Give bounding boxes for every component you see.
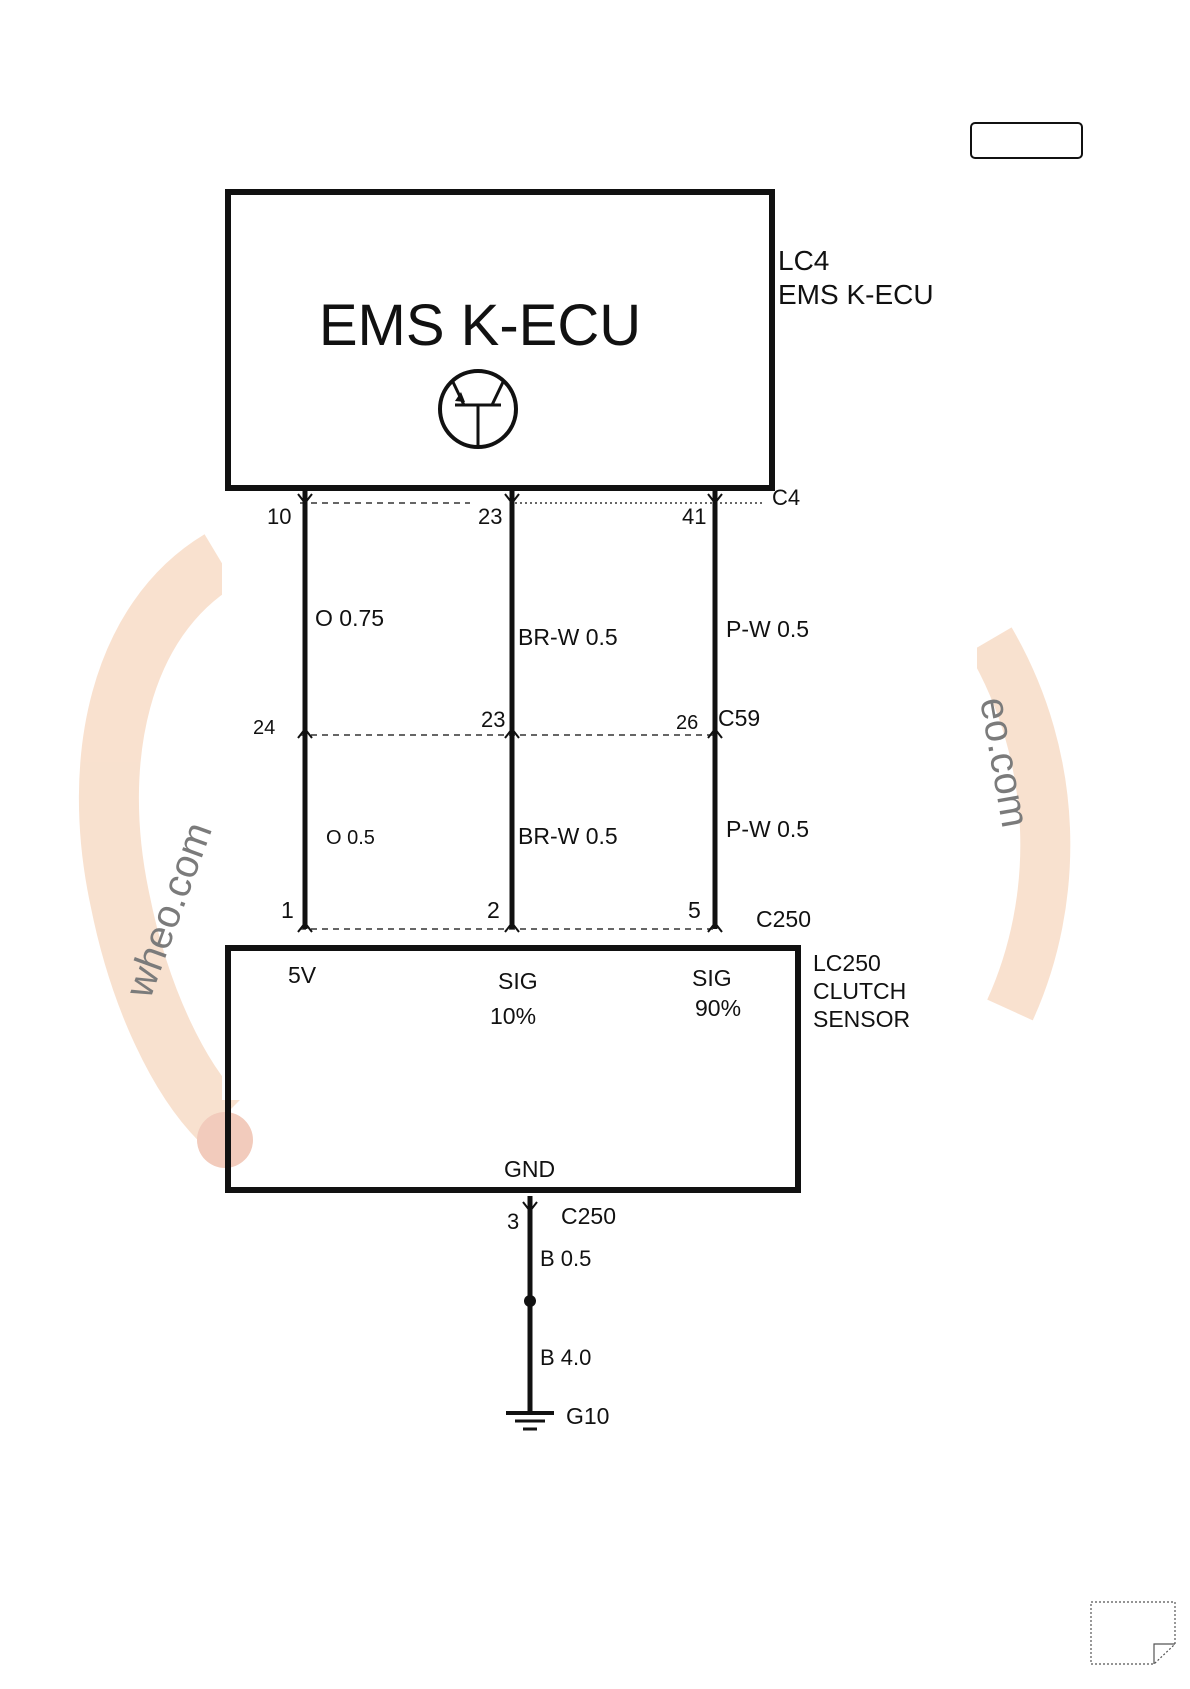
wire-1-lower-spec: O 0.5 — [326, 827, 375, 849]
wire-2-mid-pin: 23 — [481, 707, 505, 732]
ground-pin: 3 — [507, 1209, 519, 1234]
sensor-terminal-sig-1: SIG — [498, 968, 538, 994]
sensor-ref-line-2: SENSOR — [813, 1006, 910, 1032]
sensor-ref-id: LC250 — [813, 950, 881, 976]
wire-2-sensor-pin: 2 — [487, 897, 500, 923]
ecu-ref-id: LC4 — [778, 245, 829, 276]
c59-connector-label: C59 — [718, 705, 760, 731]
sensor-terminal-sig-1-pct: 10% — [490, 1003, 536, 1029]
c250-connector-label: C250 — [756, 906, 811, 932]
wire-3-ecu-pin: 41 — [682, 504, 706, 529]
page-marker-box — [971, 123, 1082, 158]
wire-1-upper-spec: O 0.75 — [315, 605, 384, 631]
ground-upper-spec: B 0.5 — [540, 1246, 591, 1271]
wire-2-ecu-pin: 23 — [478, 504, 502, 529]
page-corner-icon — [1091, 1602, 1175, 1664]
ground-icon — [506, 1398, 554, 1429]
sensor-ref-line-1: CLUTCH — [813, 978, 906, 1004]
sensor-terminal-sig-2-pct: 90% — [695, 995, 741, 1021]
wire-3-lower-spec: P-W 0.5 — [726, 816, 809, 842]
ground-name: G10 — [566, 1403, 609, 1429]
wire-3-sensor-pin: 5 — [688, 897, 701, 923]
ground-wire: 3 C250 B 0.5 B 4.0 — [507, 1196, 616, 1398]
ecu-ref-name: EMS K-ECU — [778, 279, 934, 310]
sensor-terminal-sig-2: SIG — [692, 965, 732, 991]
wire-2-lower-spec: BR-W 0.5 — [518, 823, 618, 849]
ecu-title: EMS K-ECU — [319, 293, 641, 358]
sensor-terminal-gnd: GND — [504, 1156, 555, 1182]
ground-lower-spec: B 4.0 — [540, 1345, 591, 1370]
c4-connector-label: C4 — [772, 485, 800, 510]
ground-connector-label: C250 — [561, 1203, 616, 1229]
wire-1-sensor-pin: 1 — [281, 897, 294, 923]
splice-dot — [524, 1295, 536, 1307]
wire-3-mid-pin: 26 — [676, 712, 698, 734]
wire-1-ecu-pin: 10 — [267, 504, 291, 529]
wire-2-upper-spec: BR-W 0.5 — [518, 624, 618, 650]
sensor-terminal-5v: 5V — [288, 962, 317, 988]
transistor-icon — [440, 371, 516, 447]
wire-1-mid-pin: 24 — [253, 717, 275, 739]
wire-3-upper-spec: P-W 0.5 — [726, 616, 809, 642]
